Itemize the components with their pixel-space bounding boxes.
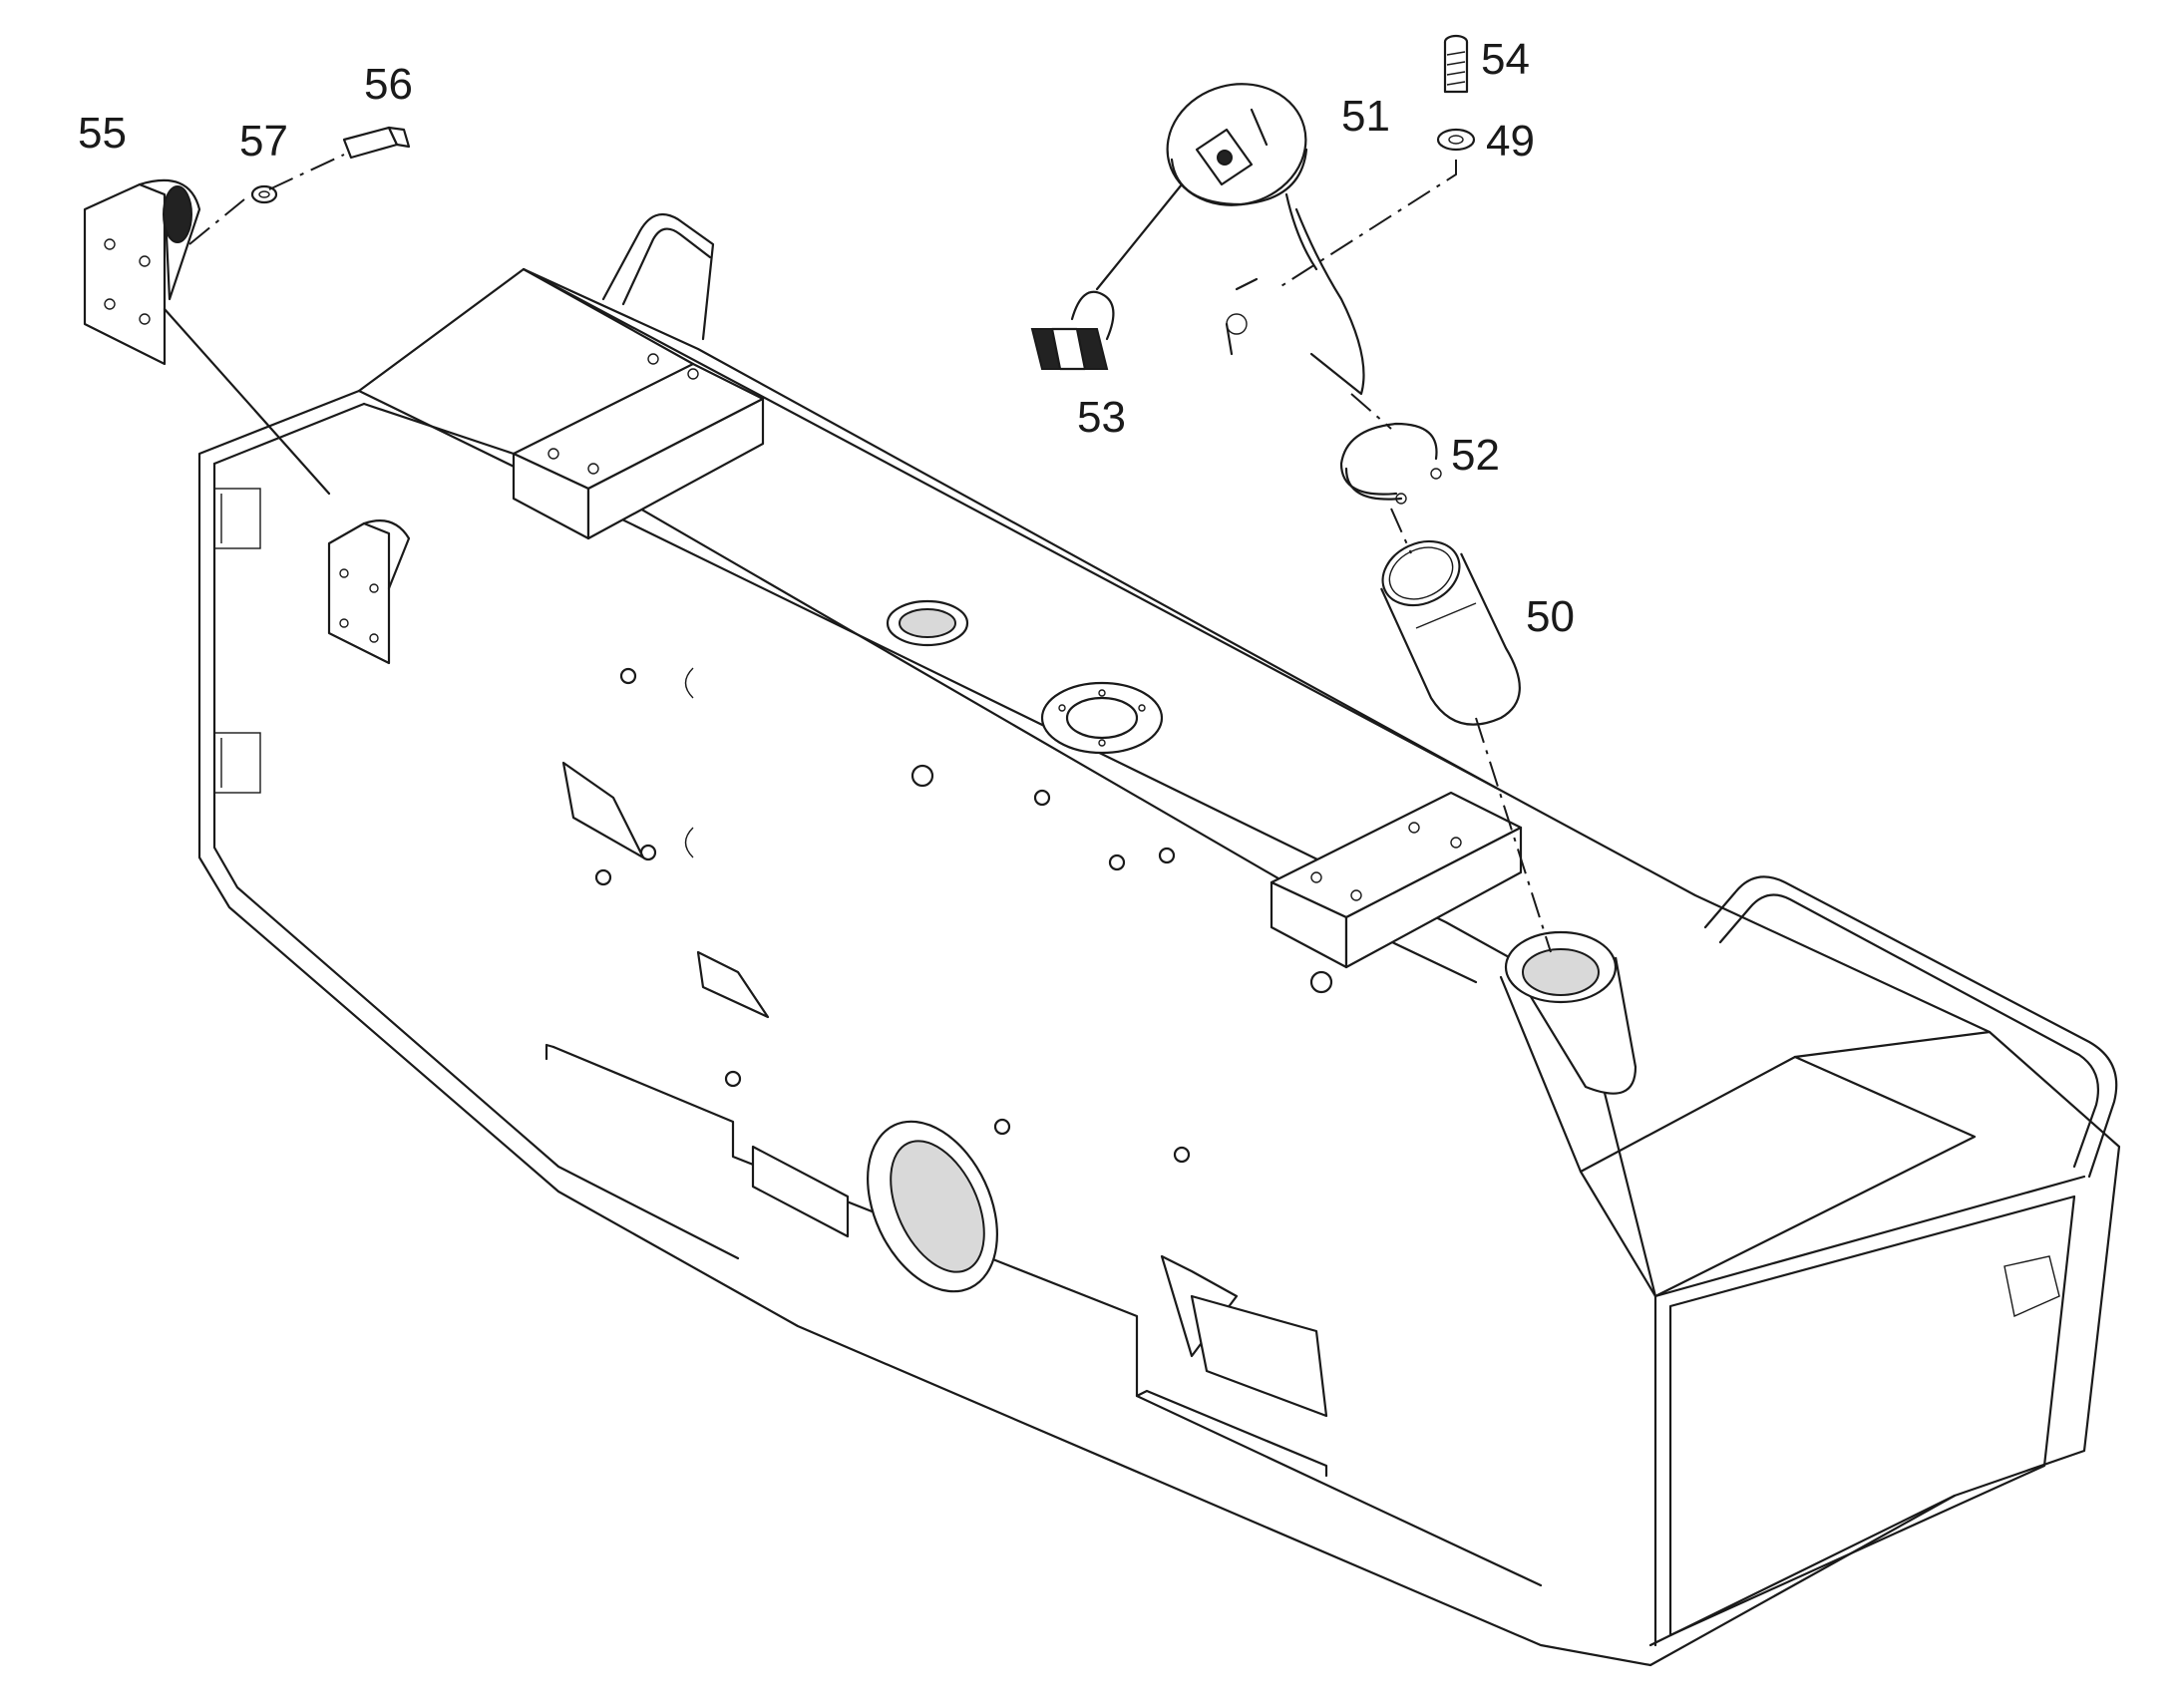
padlock-53 <box>1030 290 1115 371</box>
fuel-tank-body <box>197 267 2121 1667</box>
tank-studs <box>594 667 1333 1164</box>
callout-54: 54 <box>1481 35 1530 84</box>
handle-right <box>1703 875 2118 1179</box>
assembly-lines <box>163 154 1552 953</box>
top-port-2 <box>1040 681 1164 755</box>
side-bracket-mounted <box>327 519 411 665</box>
handle-left <box>601 212 715 341</box>
bracket-55 <box>83 178 201 366</box>
callout-51: 51 <box>1341 92 1390 141</box>
washer-57 <box>250 184 278 204</box>
callout-52: 52 <box>1451 431 1500 480</box>
filler-neck <box>1504 930 1637 1095</box>
callout-53: 53 <box>1077 393 1126 442</box>
callout-55: 55 <box>78 109 127 158</box>
callout-56: 56 <box>364 60 413 109</box>
tank-brackets <box>561 761 2060 1418</box>
fuel-cap-51 <box>1166 83 1365 396</box>
bolt-56 <box>342 126 411 160</box>
top-port-1 <box>886 599 969 647</box>
screw-54 <box>1443 34 1469 94</box>
callout-57: 57 <box>239 117 288 166</box>
top-strap-right <box>1270 791 1523 969</box>
top-strap-left <box>362 267 765 540</box>
callout-50: 50 <box>1526 592 1575 641</box>
side-port <box>867 1120 998 1293</box>
retaining-ring-52 <box>1339 422 1442 505</box>
washer-49 <box>1436 128 1476 152</box>
callout-49: 49 <box>1486 117 1535 166</box>
strainer-50 <box>1379 539 1521 726</box>
